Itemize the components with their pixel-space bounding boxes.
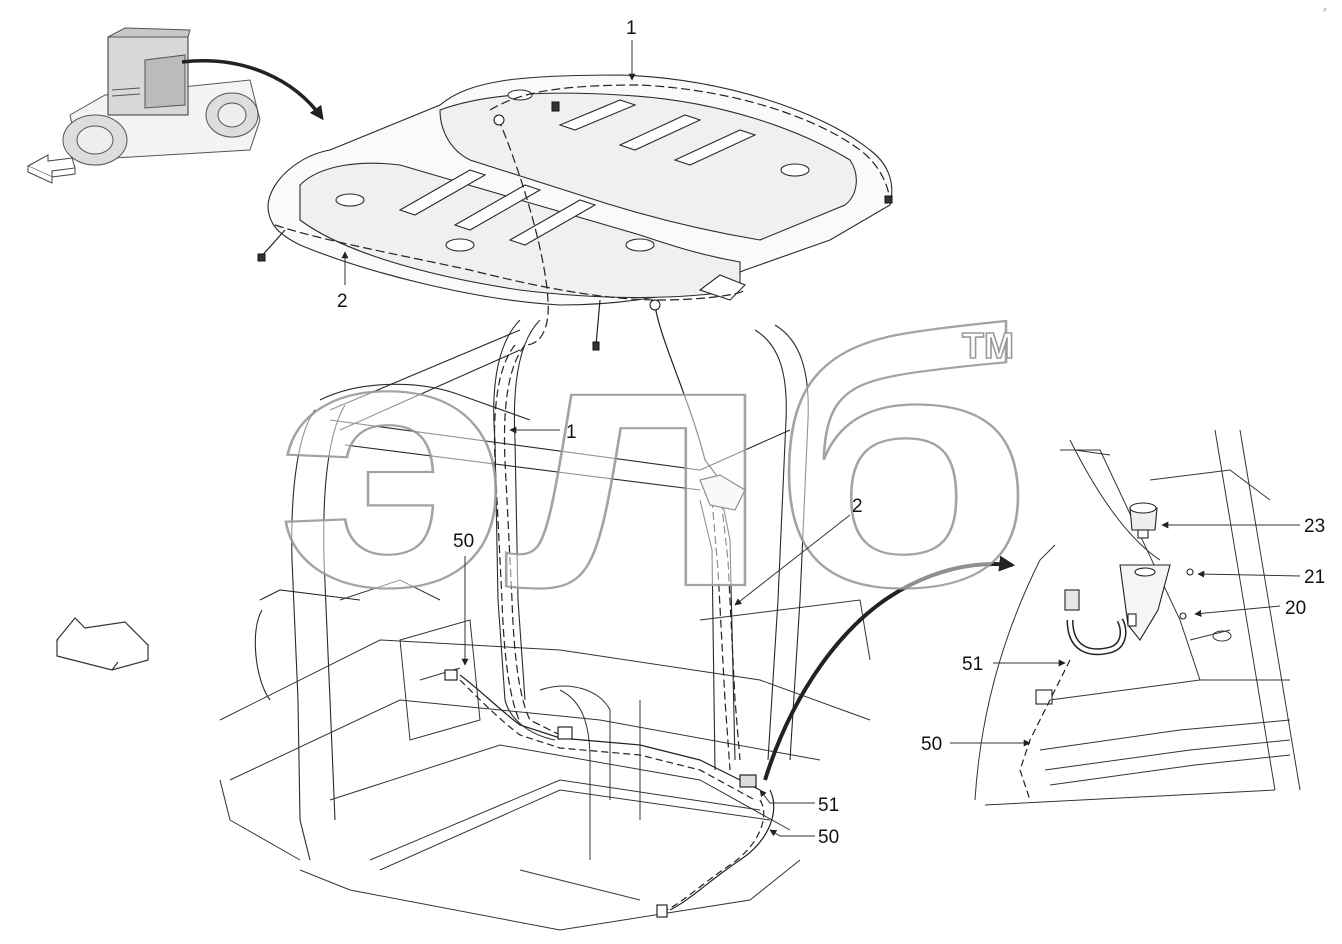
watermark-trademark: TM bbox=[962, 325, 1014, 366]
watermark: элб bbox=[274, 259, 1036, 663]
callout-2-pillar: 2 bbox=[852, 496, 863, 517]
callout-leaders bbox=[341, 40, 1301, 837]
callout-23: 23 bbox=[1304, 516, 1325, 537]
detail-parts bbox=[1035, 502, 1194, 705]
detail-pointer-arrow bbox=[763, 555, 1016, 781]
corner-mark: ↗ bbox=[1322, 7, 1327, 14]
cab-roof bbox=[267, 74, 893, 306]
cab-harness bbox=[459, 344, 775, 913]
callout-51-bottom: 51 bbox=[818, 795, 839, 816]
direction-arrow-large bbox=[55, 617, 150, 671]
callout-1-roof: 1 bbox=[626, 18, 637, 39]
callout-50-detail: 50 bbox=[921, 734, 942, 755]
harness-connectors bbox=[444, 669, 757, 918]
overview-pointer-arrow bbox=[181, 59, 324, 121]
callout-labels: 1 2 1 2 50 51 50 23 21 20 51 50 bbox=[337, 18, 1325, 848]
callout-51-detail: 51 bbox=[962, 654, 983, 675]
callout-50-left: 50 bbox=[453, 531, 474, 552]
callout-21: 21 bbox=[1304, 567, 1325, 588]
direction-arrow-small bbox=[26, 154, 76, 184]
callout-1-pillar: 1 bbox=[566, 422, 577, 443]
detail-cable-dashed bbox=[1019, 659, 1071, 801]
watermark-text: элб bbox=[275, 260, 1035, 662]
callout-50-bottom: 50 bbox=[818, 827, 839, 848]
callout-2-roof: 2 bbox=[337, 291, 348, 312]
machine-overview-thumbnail bbox=[62, 27, 261, 166]
roof-harness bbox=[259, 84, 891, 481]
connector-glyphs bbox=[257, 101, 893, 351]
seat-base bbox=[219, 579, 871, 931]
callout-20: 20 bbox=[1285, 598, 1306, 619]
